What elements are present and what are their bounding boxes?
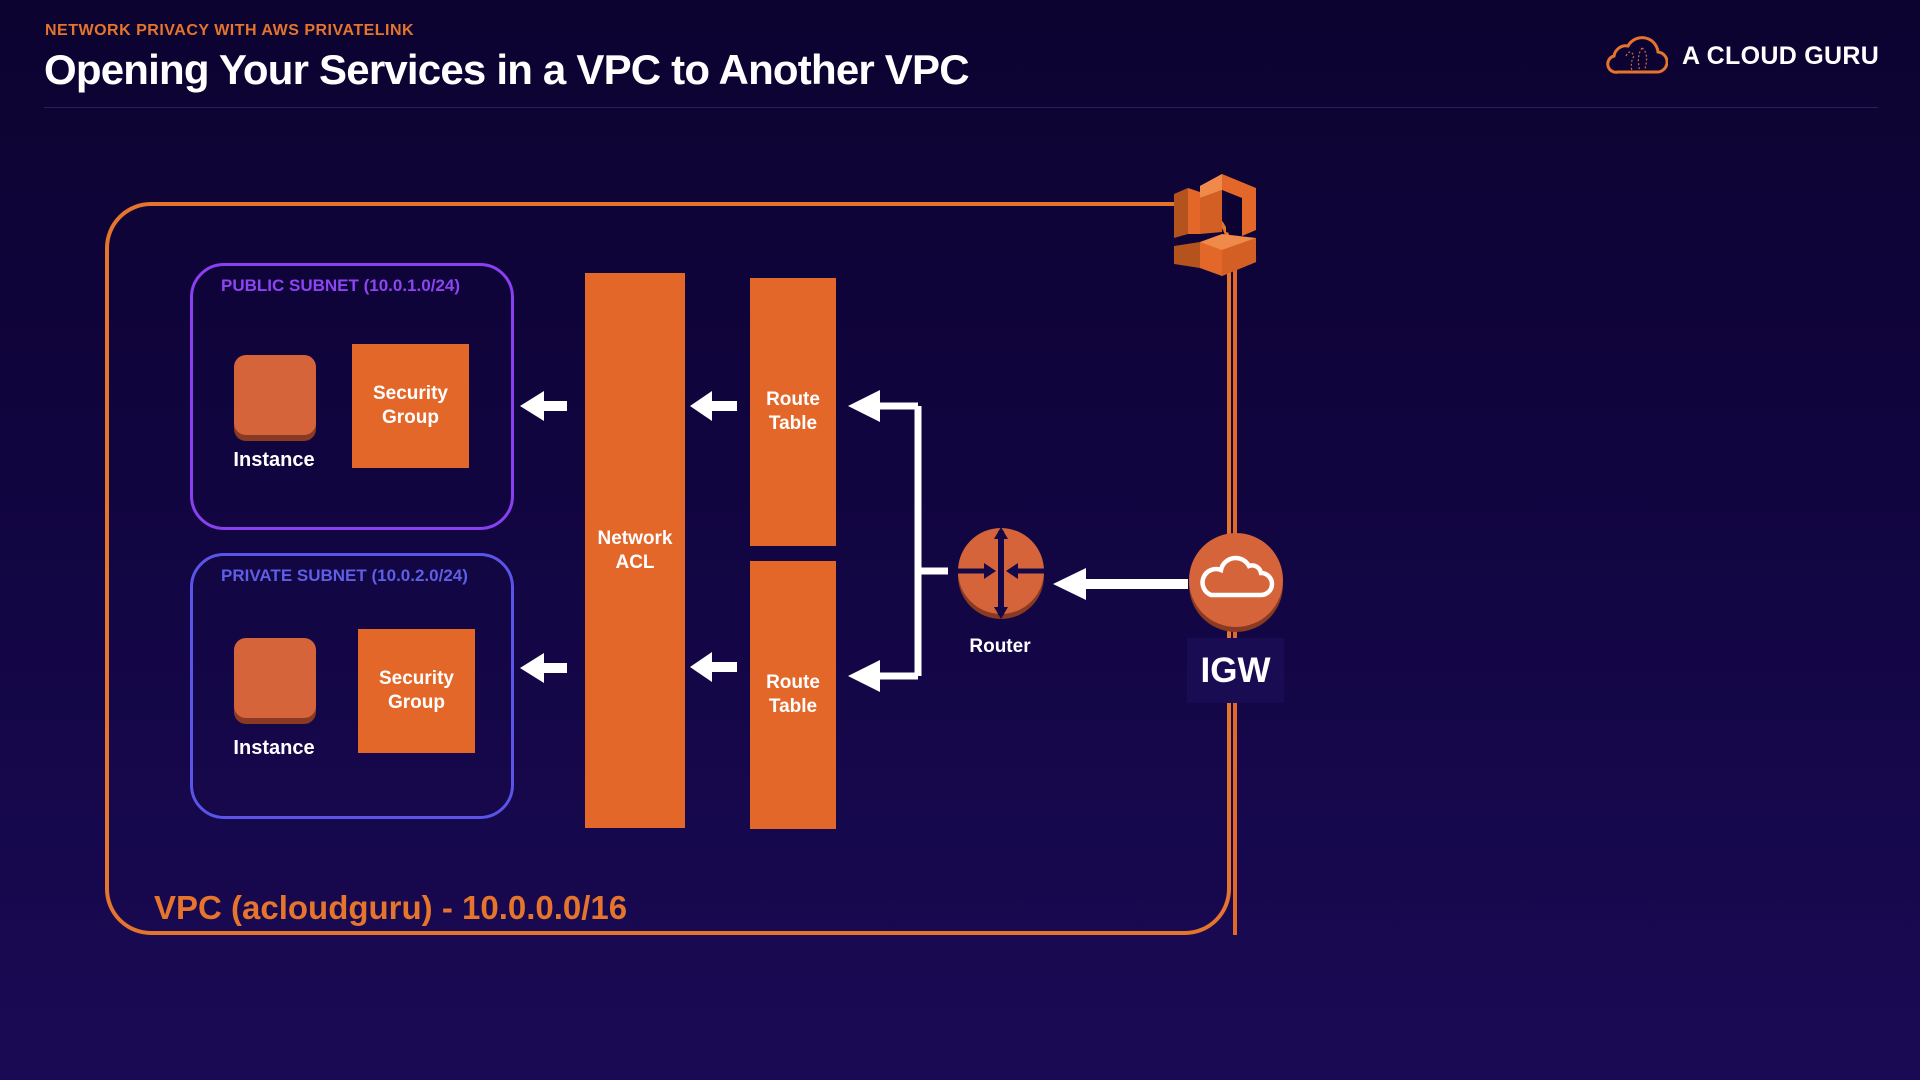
route-table: Route Table xyxy=(750,278,836,546)
router-label: Router xyxy=(969,636,1031,657)
instance-label: Instance xyxy=(233,449,315,471)
arrow-to-route-table-2 xyxy=(848,660,880,692)
slide-subtitle: NETWORK PRIVACY WITH AWS PRIVATELINK xyxy=(45,22,415,39)
aws-vpc-icon xyxy=(1174,174,1256,276)
security-group: Security Group xyxy=(352,344,469,468)
private-subnet: PRIVATE SUBNET (10.0.2.0/24) Instance Se… xyxy=(190,553,514,819)
cloud-icon xyxy=(1606,36,1668,74)
route-table: Route Table xyxy=(750,561,836,829)
route-table-label: Route Table xyxy=(766,389,820,434)
slide-title: Opening Your Services in a VPC to Anothe… xyxy=(44,46,970,93)
vpc-label: VPC (acloudguru) - 10.0.0.0/16 xyxy=(154,889,628,926)
arrow-to-route-table-1 xyxy=(848,390,880,422)
public-subnet: PUBLIC SUBNET (10.0.1.0/24) Instance Sec… xyxy=(190,263,514,530)
arrow-rt1-to-nacl xyxy=(690,391,712,421)
route-table-label: Route Table xyxy=(766,672,820,717)
brand-logo: A CLOUD GURU xyxy=(1604,34,1879,78)
network-acl: Network ACL xyxy=(585,273,685,828)
igw-label: IGW xyxy=(1187,638,1284,703)
arrow-igw-to-router xyxy=(1053,568,1086,600)
private-subnet-label: PRIVATE SUBNET (10.0.2.0/24) xyxy=(221,566,468,585)
internet-gateway-cloud-icon xyxy=(1189,533,1283,632)
network-acl-label: Network ACL xyxy=(597,527,673,573)
ec2-instance-icon xyxy=(234,638,316,724)
router-bracket xyxy=(914,406,948,676)
security-group: Security Group xyxy=(358,629,475,753)
public-subnet-label: PUBLIC SUBNET (10.0.1.0/24) xyxy=(221,276,461,295)
arrow-nacl-to-public-subnet xyxy=(520,391,544,421)
instance-label: Instance xyxy=(233,737,315,759)
brand-name: A CLOUD GURU xyxy=(1682,41,1880,70)
ec2-instance-icon xyxy=(234,355,316,441)
header-divider xyxy=(44,107,1878,108)
arrow-nacl-to-private-subnet xyxy=(520,653,544,683)
router-icon xyxy=(958,527,1044,619)
arrow-rt2-to-nacl xyxy=(690,652,712,682)
